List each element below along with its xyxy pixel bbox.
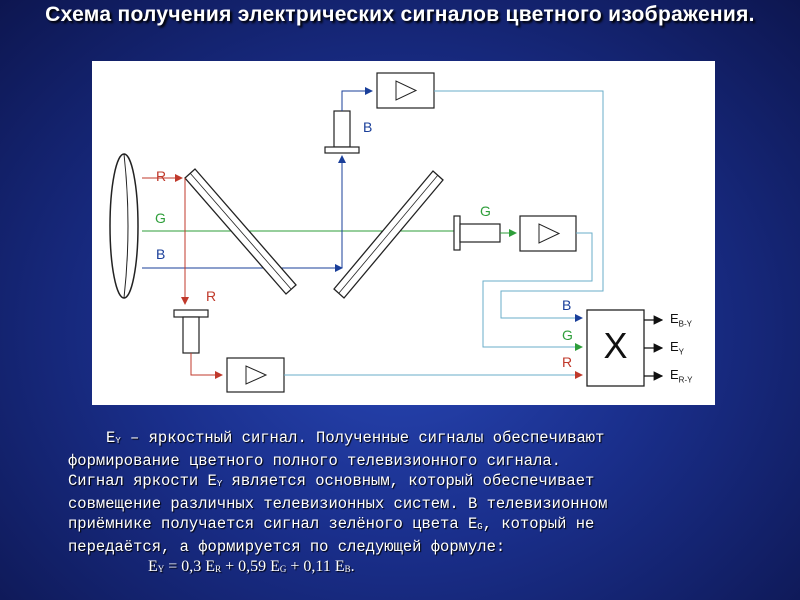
amp-r [226, 357, 285, 393]
label-b-in: B [156, 246, 166, 262]
color-signal-diagram: R G B B G R B G R X EB-Y EY ER-Y [92, 61, 715, 405]
amp-g [519, 215, 577, 252]
text-line-4: совмещение различных телевизионных систе… [68, 495, 608, 513]
ey-symbol: E [106, 429, 116, 447]
diagram-svg [109, 72, 664, 393]
label-b-box: B [562, 297, 572, 313]
line3-b: является основным, который обеспечивает [222, 472, 595, 490]
text-line-3: Сигнал яркости EY является основным, кот… [68, 471, 748, 494]
line3-sub: Y [216, 479, 223, 489]
label-r-in: R [156, 168, 167, 184]
formula: EY = 0,3 ER + 0,59 EG + 0,11 EB. [68, 557, 748, 579]
output-ey-sub: Y [678, 347, 685, 357]
line5-a: приёмнике получается сигнал зелёного цве… [68, 515, 478, 533]
formula-b-sub: B [344, 564, 351, 574]
label-b-top: B [363, 119, 373, 135]
output-ery-sub: R-Y [678, 375, 693, 385]
line5-b: , который не [482, 515, 595, 533]
ey-sub: Y [115, 436, 121, 446]
lens [109, 153, 139, 299]
tube-b [333, 110, 351, 148]
text-line-5: приёмнике получается сигнал зелёного цве… [68, 514, 748, 537]
matrix-box [586, 309, 645, 387]
text-line-1: EY – яркостный сигнал. Полученные сигнал… [68, 428, 748, 451]
formula-ey-sub: Y [157, 564, 165, 574]
mirror-2 [333, 170, 444, 299]
label-g-mid: G [480, 203, 491, 219]
formula-ey: E [148, 558, 158, 575]
formula-g-sub: G [279, 564, 287, 574]
formula-end: . [350, 558, 355, 575]
output-ery-main: E [670, 367, 679, 382]
formula-a: = 0,3 E [164, 558, 216, 575]
formula-b: + 0,59 E [221, 558, 280, 575]
tube-r [182, 316, 200, 354]
text-line-6: передаётся, а формируется по следующей ф… [68, 538, 506, 556]
text-line-2: формирование цветного полного телевизион… [68, 452, 561, 470]
amp-b [376, 72, 435, 109]
label-g-in: G [155, 210, 166, 226]
output-ey-main: E [670, 339, 679, 354]
output-eby: EB-Y [670, 311, 692, 329]
mirror-1 [184, 168, 297, 295]
label-g-box: G [562, 327, 573, 343]
output-ery: ER-Y [670, 367, 692, 385]
formula-c: + 0,11 E [286, 558, 345, 575]
output-eby-sub: B-Y [678, 319, 693, 329]
tube-g [453, 215, 501, 251]
formula-r-sub: R [215, 564, 222, 574]
output-eby-main: E [670, 311, 679, 326]
label-r-box: R [562, 354, 573, 370]
label-r-low: R [206, 288, 217, 304]
line3-a: Сигнал яркости E [68, 472, 217, 490]
description-text: EY – яркостный сигнал. Полученные сигнал… [68, 428, 748, 579]
matrix-label: X [603, 325, 628, 366]
line5-sub: G [477, 522, 483, 532]
output-ey: EY [670, 339, 684, 357]
line1-rest: – яркостный сигнал. Полученные сигналы о… [120, 429, 605, 447]
slide-title: Схема получения электрических сигналов ц… [45, 3, 755, 26]
